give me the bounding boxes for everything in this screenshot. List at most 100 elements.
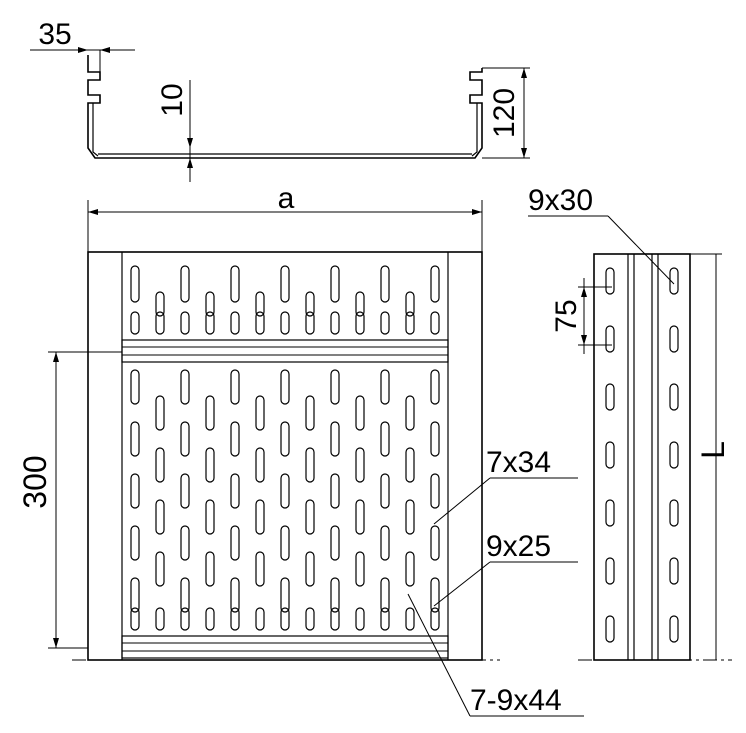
slot-hole [380,607,390,631]
slot-hole [230,265,240,303]
slot-hole [130,265,140,303]
slot-hole [605,615,615,643]
dim-height: 120 [488,88,521,138]
slot-hole [205,551,215,587]
slot-hole [669,615,679,643]
dim-hole-pitch: 75 [550,299,583,332]
slot-hole [305,395,315,431]
slot-hole [605,441,615,469]
slot-hole [280,421,290,457]
slot-hole [180,311,190,335]
slot-hole [155,447,165,483]
slot-hole [330,265,340,303]
side-slot-pattern [605,267,679,643]
slot-hole [255,311,265,335]
slot-hole [355,447,365,483]
slot-hole [205,291,215,317]
callout-slot-large: 7-9x44 [470,684,562,717]
slot-hole [380,369,390,405]
slot-hole [669,267,679,295]
slot-hole [405,551,415,587]
slot-hole [330,311,340,335]
slot-hole [280,525,290,561]
plan-view [48,200,584,717]
slot-hole [430,577,440,613]
slot-hole [380,421,390,457]
dim-width-a: a [278,182,295,215]
slot-hole [430,607,440,631]
slot-hole [330,421,340,457]
dim-flange-width: 35 [38,18,71,51]
slot-hole [180,421,190,457]
slot-hole [255,395,265,431]
callout-slot-side: 9x30 [528,184,593,217]
slot-hole [255,551,265,587]
slot-hole [669,325,679,353]
slot-hole [405,607,415,631]
slot-hole [330,577,340,613]
slot-hole [355,395,365,431]
slot-hole [205,395,215,431]
slot-hole [255,607,265,631]
slot-hole [305,499,315,535]
slot-hole [330,369,340,405]
slot-hole [405,291,415,317]
slot-hole [605,325,615,353]
slot-hole [230,473,240,509]
slot-hole [280,607,290,631]
slot-hole [380,311,390,335]
slot-hole [669,441,679,469]
slot-hole [305,311,315,335]
slot-hole [380,473,390,509]
callout-slot-medium: 9x25 [486,530,551,563]
slot-hole [330,607,340,631]
slot-hole [255,499,265,535]
slot-hole [155,291,165,317]
slot-hole [180,265,190,303]
side-view [528,215,732,661]
slot-hole [405,395,415,431]
slot-hole [380,577,390,613]
slot-hole [280,265,290,303]
slot-hole [355,551,365,587]
slot-hole [355,607,365,631]
slot-hole [230,607,240,631]
slot-hole [205,607,215,631]
slot-hole [330,473,340,509]
slot-hole [205,499,215,535]
plan-slot-pattern [130,265,440,631]
slot-hole [605,557,615,585]
slot-hole [205,311,215,335]
slot-hole [355,291,365,317]
slot-hole [130,421,140,457]
slot-hole [405,311,415,335]
slot-hole [130,369,140,405]
callout-slot-small: 7x34 [486,446,551,479]
slot-hole [430,369,440,405]
slot-hole [355,499,365,535]
slot-hole [155,499,165,535]
dim-pitch: 300 [17,455,53,508]
slot-hole [180,473,190,509]
slot-hole [280,369,290,405]
slot-hole [380,525,390,561]
slot-hole [255,291,265,317]
slot-hole [280,311,290,335]
slot-hole [280,473,290,509]
dim-flange-step: 10 [156,83,189,116]
slot-hole [155,607,165,631]
slot-hole [605,499,615,527]
slot-hole [180,577,190,613]
slot-hole [180,369,190,405]
slot-hole [605,267,615,295]
slot-hole [155,551,165,587]
slot-hole [230,525,240,561]
dim-length: L [695,441,731,459]
slot-hole [230,421,240,457]
slot-hole [605,383,615,411]
slot-hole [330,525,340,561]
slot-hole [130,311,140,335]
slot-hole [669,499,679,527]
slot-hole [155,311,165,335]
